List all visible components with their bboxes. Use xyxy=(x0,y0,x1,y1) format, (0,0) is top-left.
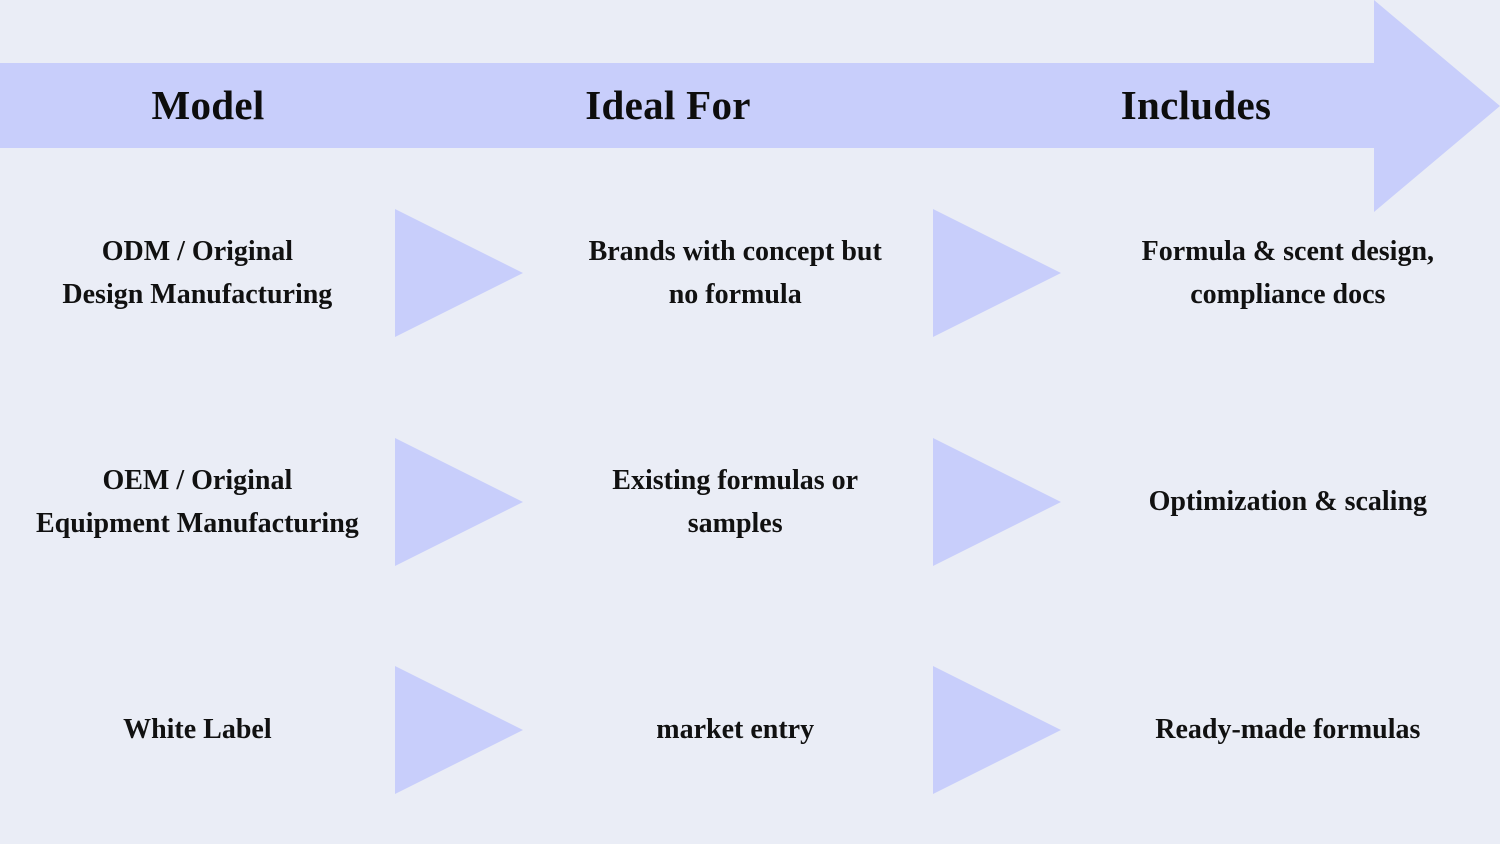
connector-arrow-model-to-ideal xyxy=(394,417,538,587)
row-model-cell: White Label xyxy=(0,708,395,751)
row-includes-line-2: compliance docs xyxy=(1190,279,1386,310)
table-row: ODM / Original Design Manufacturing Bran… xyxy=(0,188,1500,358)
connector-arrow-ideal-to-includes xyxy=(932,645,1076,815)
row-model-cell: ODM / Original Design Manufacturing xyxy=(0,230,395,317)
connector-arrow-ideal-to-includes xyxy=(932,417,1076,587)
table-row: White Label market entry Ready-made form… xyxy=(0,645,1500,815)
header-banner: Model Ideal For Includes xyxy=(0,0,1500,212)
row-includes-line-1: Formula & scent design, xyxy=(1141,235,1435,267)
row-ideal-for-line-1: Existing formulas or xyxy=(612,464,859,496)
row-model-line-1: OEM / Original xyxy=(102,464,293,496)
triangle-right-icon xyxy=(394,666,523,794)
row-includes-line-1: Optimization & scaling xyxy=(1148,486,1428,518)
row-ideal-for-line-1: Brands with concept but xyxy=(588,235,882,267)
row-ideal-for-line-2: samples xyxy=(687,508,783,539)
row-includes-line-1: Ready-made formulas xyxy=(1155,714,1421,746)
triangle-right-icon xyxy=(932,438,1061,566)
column-header-model: Model xyxy=(151,82,265,128)
row-model-line-1: ODM / Original xyxy=(101,235,294,267)
row-ideal-for-line-2: no formula xyxy=(668,279,802,310)
column-header-ideal-for: Ideal For xyxy=(585,82,751,128)
connector-arrow-ideal-to-includes xyxy=(932,188,1076,358)
triangle-right-icon xyxy=(394,209,523,337)
triangle-right-icon xyxy=(932,666,1061,794)
table-row: OEM / Original Equipment Manufacturing E… xyxy=(0,417,1500,587)
triangle-right-icon xyxy=(932,209,1061,337)
connector-arrow-model-to-ideal xyxy=(394,645,538,815)
row-includes-cell: Ready-made formulas xyxy=(1076,708,1500,751)
row-model-line-2: Equipment Manufacturing xyxy=(35,508,359,539)
row-ideal-for-cell: Brands with concept but no formula xyxy=(538,230,933,317)
row-ideal-for-cell: market entry xyxy=(538,708,933,751)
row-ideal-for-cell: Existing formulas or samples xyxy=(538,459,933,546)
triangle-right-icon xyxy=(394,438,523,566)
header-label-row: Model Ideal For Includes xyxy=(0,63,1500,148)
row-model-line-1: White Label xyxy=(123,714,272,746)
row-model-line-2: Design Manufacturing xyxy=(62,279,333,310)
connector-arrow-model-to-ideal xyxy=(394,188,538,358)
column-header-includes: Includes xyxy=(1120,82,1272,128)
row-includes-cell: Formula & scent design, compliance docs xyxy=(1076,230,1500,317)
row-includes-cell: Optimization & scaling xyxy=(1076,480,1500,523)
row-ideal-for-line-1: market entry xyxy=(656,714,815,746)
row-model-cell: OEM / Original Equipment Manufacturing xyxy=(0,459,395,546)
header-arrow-shape xyxy=(0,0,1500,212)
